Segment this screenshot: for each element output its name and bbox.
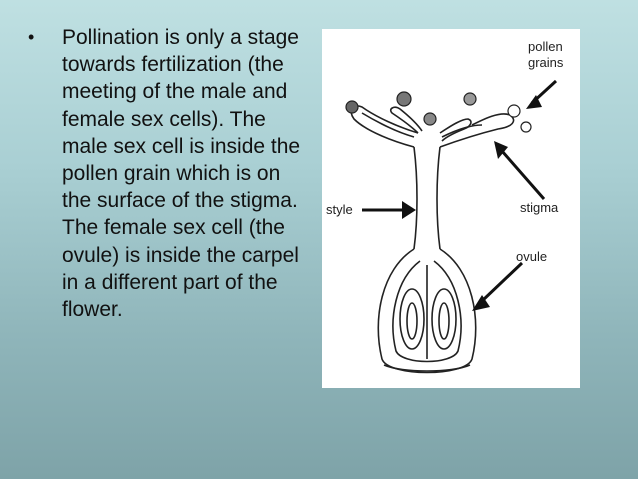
bullet-item: • Pollination is only a stage towards fe… [28, 24, 310, 323]
stigma-lobe-left [350, 105, 419, 148]
pollen-grain-6 [520, 121, 532, 133]
pollen-grain-5 [507, 104, 521, 118]
pollen-grain-1 [345, 100, 359, 114]
pollen-grain-3 [423, 112, 437, 126]
label-ovule: ovule [516, 249, 547, 264]
arrow-stigma [500, 150, 546, 200]
style-wall-right [436, 146, 441, 250]
pollen-grain-4 [463, 92, 477, 106]
arrow-pollen-grains-head [526, 95, 542, 109]
carpel-diagram: pollen grains style stigma ovule [322, 29, 580, 388]
arrow-ovule-head [472, 295, 490, 311]
arrow-ovule [480, 261, 524, 303]
arrow-stigma-head [494, 141, 508, 159]
arrow-style-head [402, 201, 416, 219]
stigma-lobe-mid-left [389, 106, 423, 134]
stigma-lobe-right [439, 113, 515, 148]
ovule-left [399, 288, 425, 350]
label-style: style [326, 202, 353, 217]
bullet-list: • Pollination is only a stage towards fe… [28, 24, 310, 323]
label-stigma: stigma [520, 200, 559, 215]
ovary-outer [377, 248, 477, 374]
ovule-right-inner [438, 302, 450, 340]
style-wall-left [413, 146, 418, 250]
carpel-diagram-svg: pollen grains style stigma ovule [326, 39, 564, 374]
stigma-lobe-right-inner [441, 124, 483, 138]
ovule-right [431, 288, 457, 350]
bullet-dot-icon: • [28, 27, 35, 47]
bullet-text: Pollination is only a stage towards fert… [62, 26, 301, 322]
label-pollen-line1: pollen [528, 39, 563, 54]
pollen-grain-2 [396, 91, 412, 107]
ovary-floor [383, 364, 471, 372]
stigma-lobe-left-inner [361, 112, 415, 138]
label-pollen-line2: grains [528, 55, 564, 70]
ovule-left-inner [406, 302, 418, 340]
stigma-lobe-mid-right [439, 118, 472, 142]
ovary-inner [392, 260, 462, 363]
